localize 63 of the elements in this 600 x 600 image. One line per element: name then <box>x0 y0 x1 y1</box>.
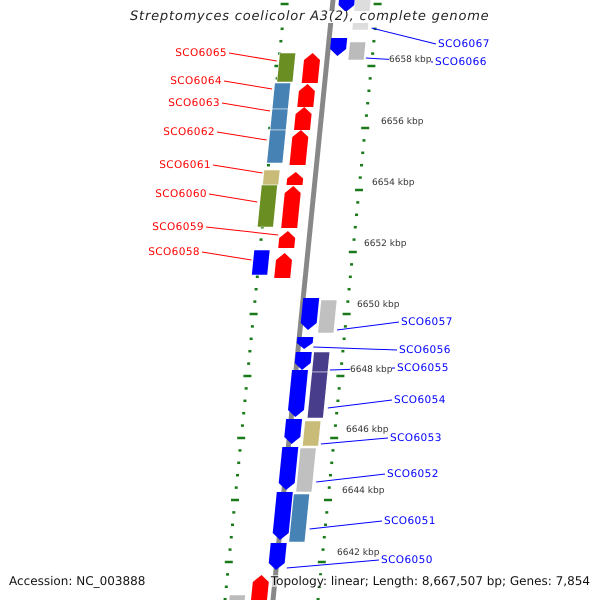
gene-label: SCO6053 <box>390 432 442 444</box>
gene-glyph <box>330 38 366 60</box>
leader-line <box>228 52 278 62</box>
scale-label: 6656 kbp <box>381 116 424 128</box>
gene-glyph <box>278 231 296 248</box>
gene-glyph <box>228 575 269 600</box>
scale-label: 6654 kbp <box>372 177 414 189</box>
gene-label: SCO6051 <box>384 515 436 527</box>
gene-glyph <box>256 184 301 228</box>
gene-label: SCO6067 <box>438 38 490 50</box>
scale-label: 6652 kbp <box>364 238 406 250</box>
scale-label: 6648 kbp <box>350 364 392 376</box>
accession-text: Accession: NC_003888 <box>9 575 146 587</box>
leader-line <box>206 226 279 236</box>
gene-label: SCO6064 <box>170 75 222 87</box>
scale-label: 6658 kbp <box>389 54 432 66</box>
leader-line <box>327 400 392 408</box>
gene-glyph <box>272 492 310 542</box>
gene-glyph <box>300 298 338 334</box>
gene-glyph <box>296 337 314 349</box>
gene-label: SCO6050 <box>381 554 433 566</box>
gene-glyph <box>276 52 320 83</box>
gene-label: SCO6054 <box>394 394 446 406</box>
scale-label: 6650 kbp <box>357 299 400 311</box>
gene-glyph <box>288 370 328 418</box>
gene-label: SCO6066 <box>435 56 487 68</box>
gene-glyph <box>270 107 312 130</box>
leader-line <box>371 28 436 44</box>
leader-line <box>216 132 268 140</box>
leader-line <box>312 346 398 350</box>
scale-label: 6646 kbp <box>346 424 388 436</box>
genome-summary-text: Topology: linear; Length: 8,667,507 bp; Genes: 7,854 <box>270 575 590 587</box>
gene-label: SCO6058 <box>148 246 200 258</box>
leader-line <box>222 102 270 112</box>
gene-label: SCO6059 <box>152 221 204 233</box>
gene-label: SCO6057 <box>401 316 453 328</box>
gene-label: SCO6060 <box>155 188 207 200</box>
gene-label: SCO6063 <box>168 97 220 109</box>
gene-glyph <box>284 419 322 446</box>
gene-label: SCO6056 <box>399 344 451 356</box>
gene-glyph <box>251 250 292 278</box>
gene-label: SCO6062 <box>163 126 215 138</box>
gene-label: SCO6065 <box>175 47 227 59</box>
gene-glyph <box>266 130 308 165</box>
gene-label: SCO6052 <box>387 468 439 480</box>
gene-label: SCO6061 <box>159 159 211 171</box>
gene-glyph <box>278 447 317 492</box>
leader-line <box>224 80 273 90</box>
gene-glyph <box>294 352 330 372</box>
gene-glyph <box>272 82 315 110</box>
title: Streptomyces coelicolor A3(2), complete genome <box>128 11 492 23</box>
leader-line <box>309 520 382 530</box>
leader-line <box>336 322 400 330</box>
leader-line <box>320 438 388 444</box>
leader-line <box>316 474 386 482</box>
gene-glyph <box>262 170 304 186</box>
gene-label: SCO6055 <box>397 362 449 374</box>
leader-line <box>202 252 252 260</box>
leader-line <box>212 164 263 174</box>
scale-label: 6644 kbp <box>342 485 384 497</box>
leader-line <box>286 560 380 568</box>
leader-line <box>208 194 258 202</box>
scale-label: 6642 kbp <box>337 547 380 559</box>
